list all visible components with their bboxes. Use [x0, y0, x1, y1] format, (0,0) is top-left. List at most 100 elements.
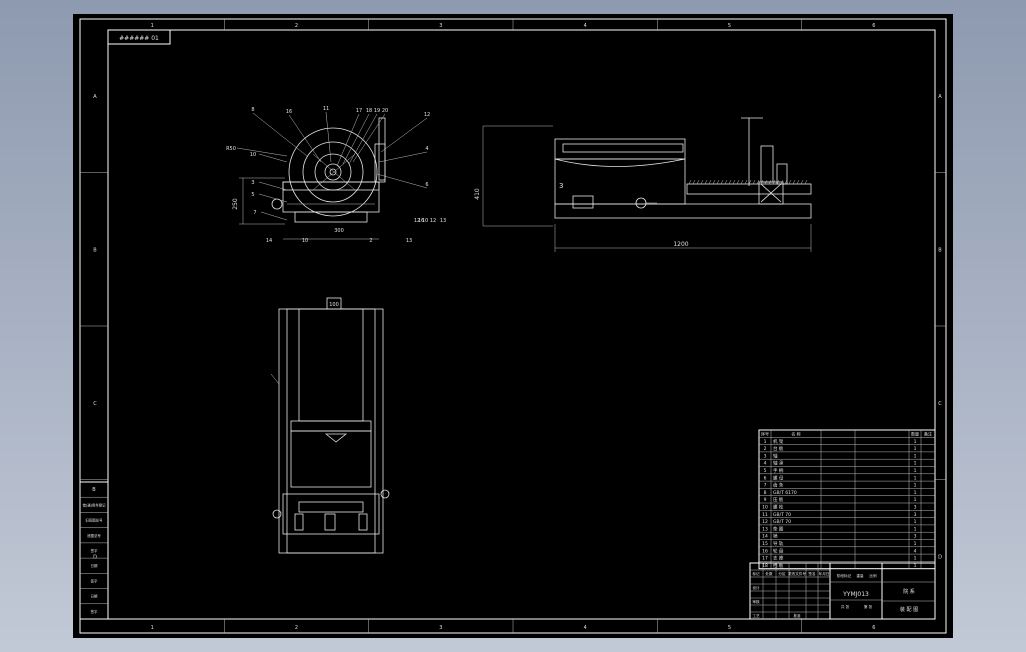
- left-strip-cell: B: [92, 487, 96, 493]
- parts-row-name: 压 板: [773, 496, 784, 503]
- parts-row-no: 2: [764, 446, 767, 452]
- front-bottom-label: 300: [334, 228, 344, 234]
- parts-row-name: 螺 栓: [773, 504, 784, 511]
- zone-col-label-bottom: 3: [439, 625, 442, 631]
- zone-col-label-bottom: 6: [872, 625, 875, 631]
- org-name: 院 系: [903, 588, 915, 595]
- side-height-dim: 410: [474, 188, 481, 200]
- title-block-cell: 设计: [752, 585, 760, 590]
- title-block-cell: 第 张: [864, 604, 873, 609]
- parts-row-name: 销: [773, 533, 778, 540]
- parts-row-qty: 1: [914, 497, 917, 503]
- front-balloon-label: 19: [374, 108, 380, 114]
- parts-row-qty: 3: [914, 505, 917, 511]
- front-bottom-label: 2: [369, 238, 372, 244]
- side-length-dim: 1200: [673, 241, 688, 248]
- parts-row-no: 15: [762, 541, 768, 547]
- front-balloon-label: 20: [382, 108, 388, 114]
- title-block-cell: 工艺: [752, 613, 760, 618]
- zone-col-label-top: 1: [151, 23, 154, 29]
- front-balloon-label: 8: [251, 107, 254, 113]
- zone-col-label-bottom: 2: [295, 625, 298, 631]
- left-strip-cell: 签字: [91, 578, 98, 583]
- drawing-number-box: ###### 01: [107, 29, 171, 45]
- zone-row-label-left: D: [93, 554, 97, 560]
- title-block-cell: 审核: [752, 599, 760, 604]
- parts-row-name: 支 座: [773, 555, 784, 562]
- parts-row-name: GB/T 70: [773, 519, 791, 525]
- front-balloon-label: 4: [425, 146, 428, 152]
- front-balloon-label: 17: [356, 108, 362, 114]
- parts-row-name: 轮 盘: [773, 547, 784, 554]
- parts-row-qty: 1: [914, 475, 917, 481]
- parts-row-name: 轴: [773, 452, 778, 459]
- zone-row-label-right: D: [938, 554, 942, 560]
- title-block-cell: 标记: [752, 571, 760, 576]
- parts-row-name: GB/T 6170: [773, 490, 797, 496]
- zone-row-label-left: A: [93, 94, 97, 100]
- zone-col-label-bottom: 4: [584, 625, 587, 631]
- parts-header-note: 备注: [924, 431, 932, 437]
- parts-row-name: 齿 条: [773, 482, 784, 489]
- parts-row-no: 12: [762, 519, 768, 525]
- zone-col-label-top: 6: [872, 23, 875, 29]
- parts-row-qty: 1: [914, 519, 917, 525]
- front-bottom-label: 12: [430, 218, 436, 224]
- parts-header-name: 名 称: [791, 431, 800, 437]
- title-block-cell: 更改文件号: [788, 571, 806, 576]
- left-strip-cell: 签字: [91, 609, 98, 614]
- title-block-cell: 重量: [856, 573, 864, 578]
- parts-row-no: 10: [762, 505, 768, 511]
- front-balloon-label: 12: [424, 112, 430, 118]
- side-part-number: 3: [559, 182, 563, 190]
- parts-row-no: 11: [762, 512, 768, 518]
- front-left-label: 5: [251, 192, 254, 198]
- title-block-cell: 处数: [765, 571, 773, 576]
- title-block-cell: 比例: [869, 573, 877, 578]
- parts-row-name: GB/T 70: [773, 512, 791, 518]
- zone-col-label-bottom: 5: [728, 625, 731, 631]
- parts-row-no: 14: [762, 534, 768, 540]
- front-balloon-label: 6: [425, 182, 428, 188]
- front-left-label: 10: [250, 152, 256, 158]
- front-left-label: R50: [226, 146, 236, 152]
- front-balloon-label: 11: [323, 106, 329, 112]
- front-balloon-label: 18: [366, 108, 372, 114]
- zone-row-label-left: B: [93, 247, 97, 253]
- front-bottom-label: 14: [266, 238, 272, 244]
- front-bottom-label: 12: [414, 218, 420, 224]
- parts-row-name: 台 板: [773, 445, 784, 452]
- zone-row-label-right: B: [938, 247, 942, 253]
- zone-col-label-top: 2: [295, 23, 298, 29]
- parts-row-qty: 1: [914, 446, 917, 452]
- parts-row-qty: 1: [914, 453, 917, 459]
- title-block-cell: 共 张: [841, 604, 850, 609]
- parts-row-qty: 1: [914, 461, 917, 467]
- front-left-label: 3: [251, 180, 254, 186]
- parts-row-no: 3: [764, 453, 767, 459]
- drawing-title: 装 配 图: [900, 606, 918, 613]
- parts-row-name: 挡 板: [773, 562, 784, 569]
- parts-row-qty: 1: [914, 556, 917, 562]
- parts-row-no: 13: [762, 526, 768, 532]
- parts-header-no: 序号: [761, 431, 769, 437]
- top-view: 100: [270, 297, 390, 554]
- front-balloon-label: 16: [286, 109, 292, 115]
- parts-row-no: 9: [764, 497, 767, 503]
- top-width-dim: 100: [329, 302, 339, 308]
- left-strip-cell: 签字: [91, 548, 98, 553]
- front-height-dim: 250: [232, 198, 239, 210]
- parts-row-no: 7: [764, 483, 767, 489]
- front-bottom-label: 10: [422, 218, 428, 224]
- zone-col-label-top: 5: [728, 23, 731, 29]
- parts-row-no: 4: [764, 461, 767, 467]
- parts-row-qty: 1: [914, 468, 917, 474]
- parts-row-qty: 1: [914, 563, 917, 569]
- parts-row-qty: 3: [914, 534, 917, 540]
- sheet-frame: [79, 18, 947, 634]
- zone-col-label-bottom: 1: [151, 625, 154, 631]
